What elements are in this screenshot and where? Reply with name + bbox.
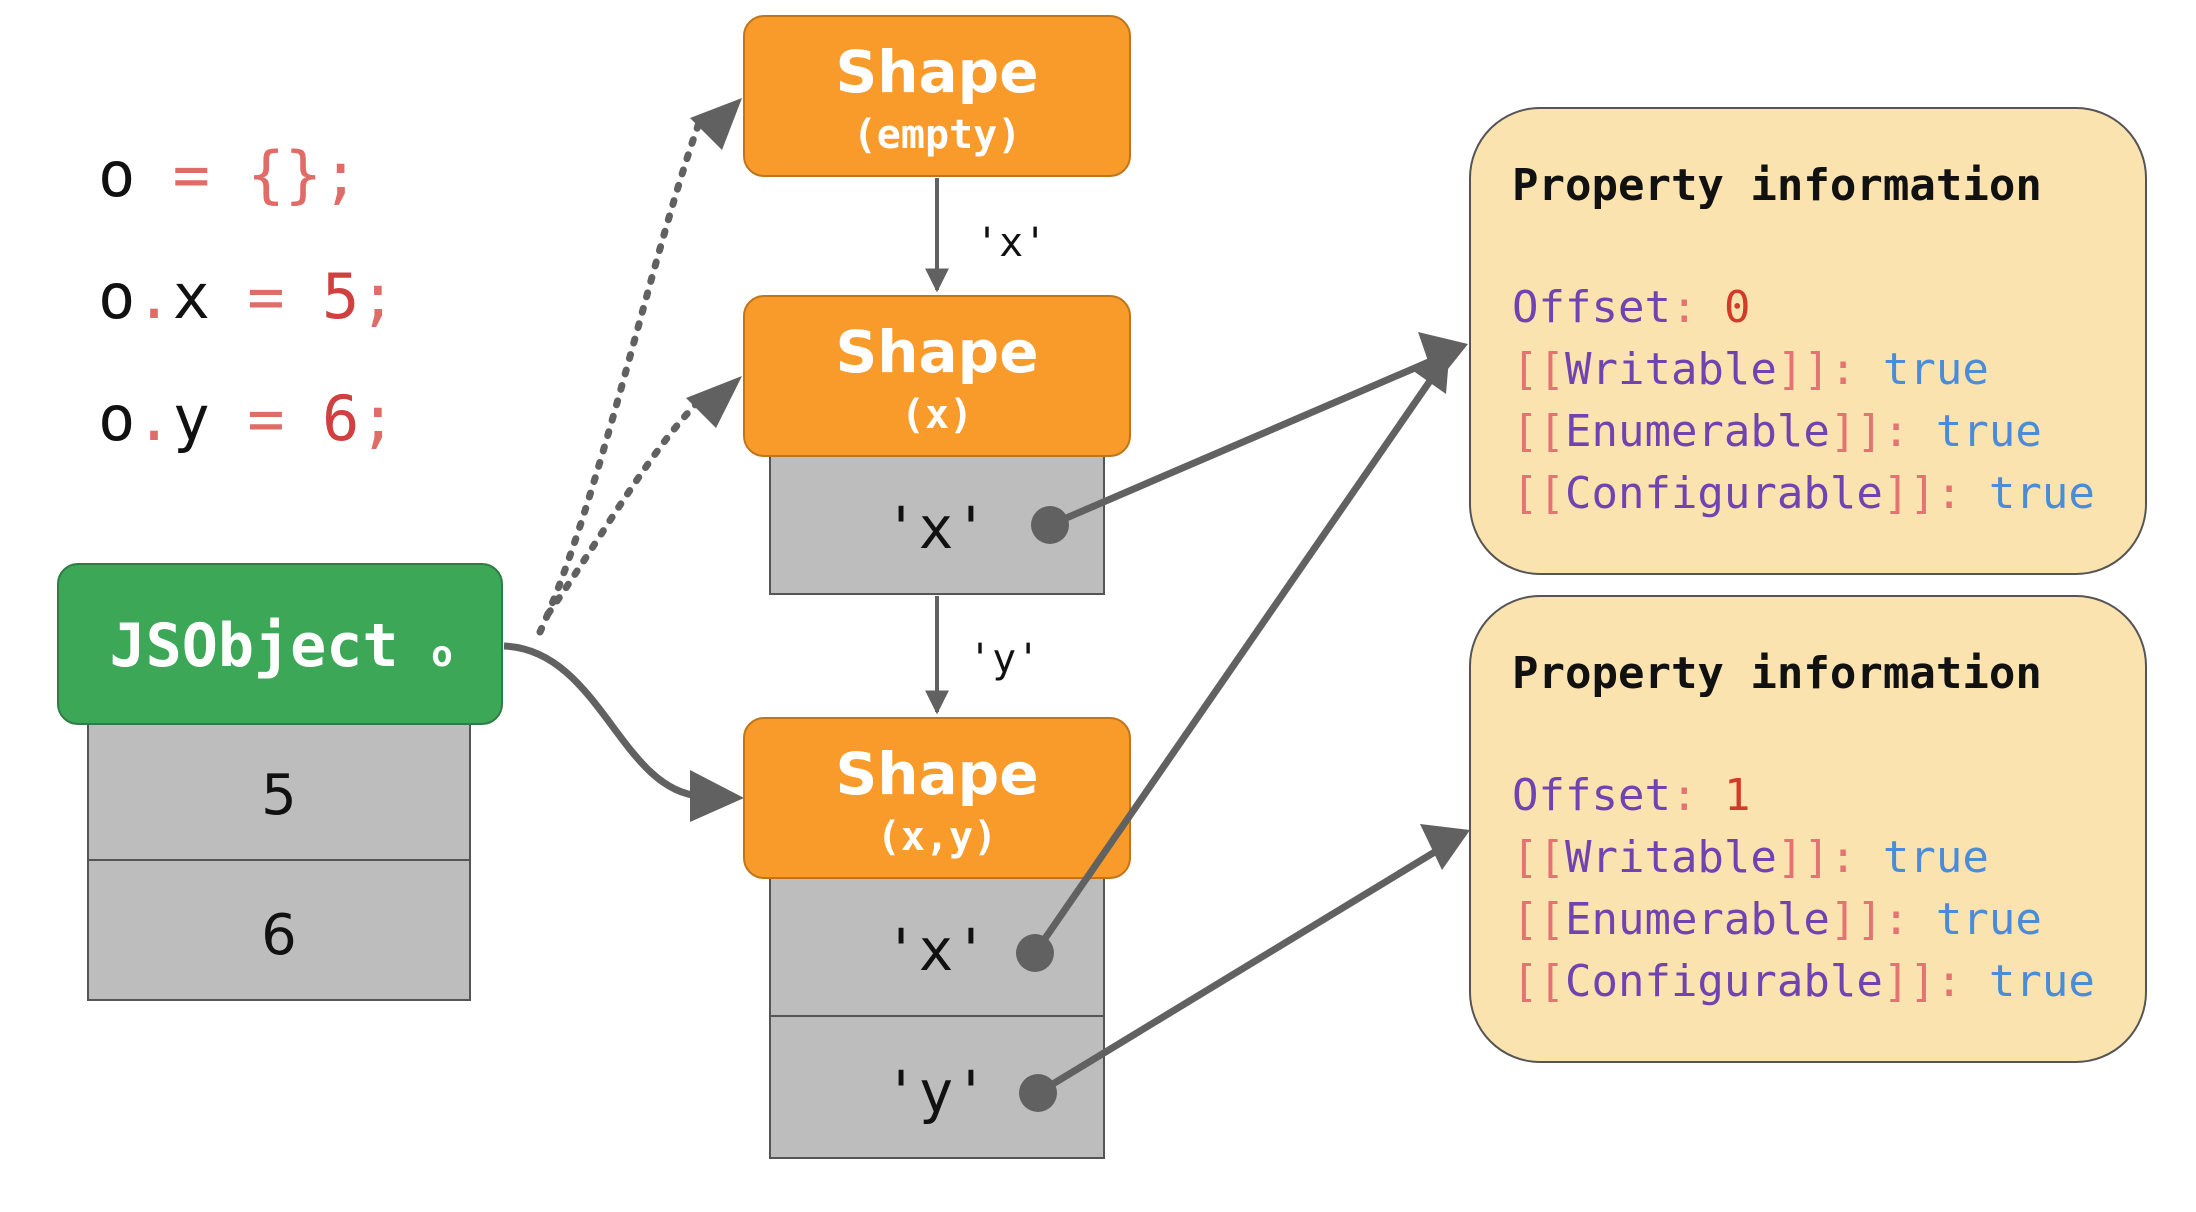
- property-arrows: [1016, 332, 1470, 1112]
- attr-value: true: [1989, 468, 2095, 519]
- shape-x: 'x' Shape (x): [743, 295, 1131, 595]
- code-prop: x: [173, 260, 210, 333]
- code-prop: y: [173, 382, 210, 455]
- code-ident: o: [98, 138, 135, 211]
- shape-title: Shape: [835, 318, 1038, 386]
- attr-value: true: [1936, 894, 2042, 945]
- history-arrow-x: [544, 396, 704, 618]
- attr-name: Enumerable: [1565, 406, 1830, 457]
- shape-x-header: [743, 295, 1131, 457]
- attr-name: Writable: [1565, 832, 1777, 883]
- shape-empty-header: [743, 15, 1131, 177]
- attr-value: true: [1883, 832, 1989, 883]
- property-info-heading: Property information: [1512, 160, 2042, 211]
- arrow-shape-xy-slot-y: [1036, 847, 1440, 1096]
- property-info-1: Property information Offset: 1 [[Writabl…: [1469, 595, 2147, 1063]
- attr-value: true: [1989, 956, 2095, 1007]
- arrowhead-shape-xy-slot-x: [1412, 346, 1450, 394]
- history-arrows: [536, 98, 742, 636]
- property-info-0: Property information Offset: 0 [[Writabl…: [1469, 107, 2147, 575]
- jsobject-shape-arrow: [503, 642, 701, 800]
- shape-slot-key: 'y': [884, 1058, 989, 1126]
- attr-name: Enumerable: [1565, 894, 1830, 945]
- code-op: =: [135, 138, 247, 211]
- property-enumerable-row: [[Enumerable]]: true: [1512, 894, 2042, 945]
- property-offset-row: Offset: 0: [1512, 282, 1750, 333]
- offset-label: Offset: [1512, 282, 1671, 333]
- property-info-heading: Property information: [1512, 648, 2042, 699]
- shape-empty: Shape (empty): [743, 15, 1131, 177]
- transition-label-y: 'y': [968, 636, 1040, 682]
- jsobject-shape-arrowhead: [690, 770, 744, 822]
- code-line-1: o = {};: [98, 138, 359, 211]
- code-op: =: [210, 260, 322, 333]
- shape-subtitle: (x,y): [877, 814, 997, 860]
- attr-name: Configurable: [1565, 468, 1883, 519]
- jsobject-slot-value: 5: [261, 763, 297, 828]
- code-line-3: o.y = 6;: [98, 382, 397, 455]
- code-op: =: [210, 382, 322, 455]
- code-ident: o: [98, 382, 135, 455]
- code-ident: o: [98, 260, 135, 333]
- property-info-box: [1469, 107, 2147, 575]
- code-semicolon: ;: [359, 382, 396, 455]
- property-configurable-row: [[Configurable]]: true: [1512, 956, 2095, 1007]
- property-configurable-row: [[Configurable]]: true: [1512, 468, 2095, 519]
- property-enumerable-row: [[Enumerable]]: true: [1512, 406, 2042, 457]
- offset-label: Offset: [1512, 770, 1671, 821]
- jsobject-name: o: [431, 634, 453, 675]
- code-value: 6: [322, 382, 359, 455]
- code-block: o = {}; o.x = 5; o.y = 6;: [98, 138, 397, 455]
- attr-name: Configurable: [1565, 956, 1883, 1007]
- arrow-shape-xy-slot-x: [1032, 376, 1435, 955]
- jsobject-slot-1: [87, 859, 471, 1001]
- property-offset-row: Offset: 1: [1512, 770, 1750, 821]
- transition-arrows: 'x' 'y': [925, 178, 1047, 715]
- shape-xy: 'x' 'y' Shape (x,y): [743, 717, 1131, 1159]
- shape-subtitle: (empty): [853, 112, 1022, 158]
- shape-title: Shape: [835, 740, 1038, 808]
- shape-slot-key: 'x': [884, 494, 989, 562]
- history-arrow-empty: [536, 116, 704, 636]
- offset-value: 1: [1724, 770, 1751, 821]
- code-value: 5: [322, 260, 359, 333]
- property-writable-row: [[Writable]]: true: [1512, 832, 1989, 883]
- attr-value: true: [1936, 406, 2042, 457]
- attr-name: Writable: [1565, 344, 1777, 395]
- history-arrowhead-empty: [690, 98, 742, 150]
- code-dot: .: [135, 382, 172, 455]
- arrow-shape-x-slot-x: [1048, 354, 1440, 529]
- code-semicolon: ;: [359, 260, 396, 333]
- code-semicolon: ;: [322, 138, 359, 211]
- jsobject-slot-0: [87, 719, 471, 861]
- code-dot: .: [135, 260, 172, 333]
- jsobject: 5 6 JSObject o: [57, 563, 503, 1001]
- shape-slot-key: 'x': [884, 916, 989, 984]
- property-writable-row: [[Writable]]: true: [1512, 344, 1989, 395]
- jsobject-title: JSObject: [110, 611, 399, 681]
- transition-label-x: 'x': [975, 220, 1047, 266]
- arrowhead-shape-xy-slot-y: [1420, 824, 1470, 870]
- attr-value: true: [1883, 344, 1989, 395]
- jsobject-slot-value: 6: [261, 903, 297, 968]
- shape-title: Shape: [835, 38, 1038, 106]
- property-info-box: [1469, 595, 2147, 1063]
- jsobject-header: [57, 563, 503, 725]
- code-value: {}: [247, 138, 322, 211]
- history-arrowhead-x: [686, 376, 742, 428]
- code-line-2: o.x = 5;: [98, 260, 397, 333]
- shape-subtitle: (x): [901, 392, 973, 438]
- offset-value: 0: [1724, 282, 1751, 333]
